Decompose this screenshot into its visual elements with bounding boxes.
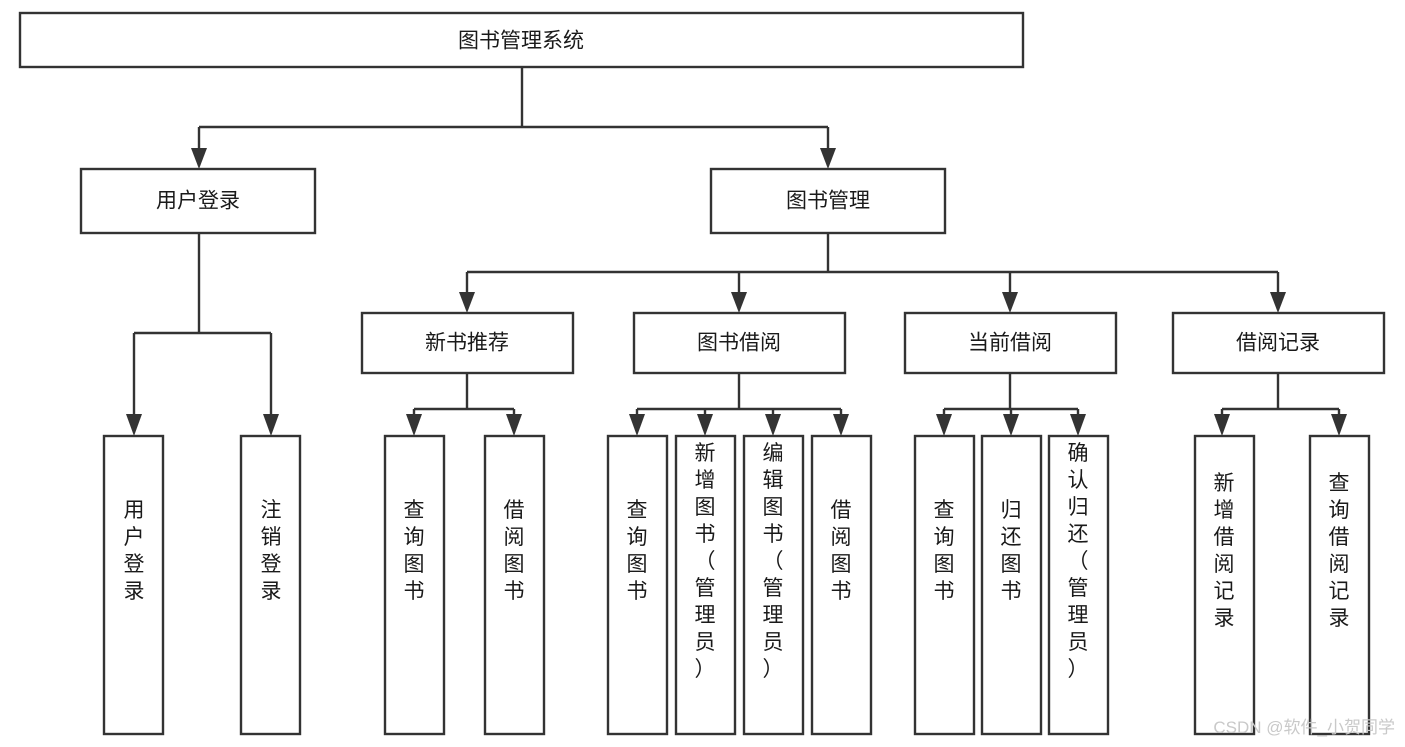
node-leaf-logout-login[interactable]: 注销登录 xyxy=(239,434,302,736)
node-leaf-query-book-2[interactable]: 查询图书 xyxy=(606,434,669,736)
node-leaf-add-book-label: 新增图书（管理员） xyxy=(695,442,716,681)
node-new-book-recommend-box[interactable] xyxy=(360,311,575,375)
node-leaf-edit-book-box[interactable] xyxy=(742,434,805,736)
node-leaf-confirm-return-box[interactable] xyxy=(1047,434,1110,736)
node-leaf-query-book-2-label: 查询图书 xyxy=(627,499,648,603)
arrow-head-new-book-recommend xyxy=(459,292,475,313)
node-root-label: 图书管理系统 xyxy=(458,30,584,53)
node-leaf-confirm-return[interactable]: 确认归还（管理员） xyxy=(1047,434,1110,736)
arrow-head-add-book xyxy=(697,414,713,436)
node-leaf-query-book-3[interactable]: 查询图书 xyxy=(913,434,976,736)
node-leaf-return-book-label: 归还图书 xyxy=(1001,499,1022,603)
node-book-borrow-box[interactable] xyxy=(632,311,847,375)
node-current-borrow-box[interactable] xyxy=(903,311,1118,375)
node-leaf-query-book-3-label: 查询图书 xyxy=(934,499,955,603)
arrow-head-add-record xyxy=(1214,414,1230,436)
node-leaf-add-record[interactable]: 新增借阅记录 xyxy=(1193,434,1256,736)
node-current-borrow-label: 当前借阅 xyxy=(968,332,1052,355)
arrow-head-borrow-record xyxy=(1270,292,1286,313)
node-leaf-query-book-1-box[interactable] xyxy=(383,434,446,736)
arrow-head-borrow-book-2 xyxy=(833,414,849,436)
node-leaf-add-record-box[interactable] xyxy=(1193,434,1256,736)
node-leaf-query-book-3-box[interactable] xyxy=(913,434,976,736)
arrow-head-leaf-logout-login xyxy=(263,414,279,436)
node-leaf-borrow-book-2[interactable]: 借阅图书 xyxy=(810,434,873,736)
arrow-head-leaf-user-login xyxy=(126,414,142,436)
arrow-head-query-book-1 xyxy=(406,414,422,436)
connector-layer xyxy=(126,67,1347,436)
node-leaf-logout-login-label: 注销登录 xyxy=(261,499,282,603)
node-leaf-add-book-box[interactable] xyxy=(674,434,737,736)
node-leaf-return-book[interactable]: 归还图书 xyxy=(980,434,1043,736)
arrow-head-current-borrow xyxy=(1002,292,1018,313)
node-new-book-recommend[interactable]: 新书推荐 xyxy=(360,311,575,375)
node-user-login-label: 用户登录 xyxy=(156,190,240,213)
node-root[interactable]: 图书管理系统 xyxy=(18,11,1025,69)
node-leaf-logout-login-box[interactable] xyxy=(239,434,302,736)
arrow-head-query-record xyxy=(1331,414,1347,436)
arrow-head-book-borrow xyxy=(731,292,747,313)
arrow-head-confirm-return xyxy=(1070,414,1086,436)
node-book-borrow[interactable]: 图书借阅 xyxy=(632,311,847,375)
node-leaf-edit-book-label: 编辑图书（管理员） xyxy=(763,442,784,681)
node-leaf-add-record-label: 新增借阅记录 xyxy=(1214,472,1235,630)
node-book-borrow-label: 图书借阅 xyxy=(697,332,781,355)
node-leaf-user-login-box[interactable] xyxy=(102,434,165,736)
node-book-manage-box[interactable] xyxy=(709,167,947,235)
node-leaf-query-book-1-label: 查询图书 xyxy=(404,499,425,603)
node-new-book-recommend-label: 新书推荐 xyxy=(425,332,509,355)
node-leaf-query-record-box[interactable] xyxy=(1308,434,1371,736)
node-leaf-borrow-book-2-box[interactable] xyxy=(810,434,873,736)
node-user-login[interactable]: 用户登录 xyxy=(79,167,317,235)
node-leaf-borrow-book-1[interactable]: 借阅图书 xyxy=(483,434,546,736)
node-leaf-borrow-book-1-box[interactable] xyxy=(483,434,546,736)
arrow-head-return-book xyxy=(1003,414,1019,436)
node-leaf-query-record[interactable]: 查询借阅记录 xyxy=(1308,434,1371,736)
node-current-borrow[interactable]: 当前借阅 xyxy=(903,311,1118,375)
node-borrow-record-box[interactable] xyxy=(1171,311,1386,375)
arrow-head-user-login xyxy=(191,148,207,169)
node-borrow-record-label: 借阅记录 xyxy=(1236,332,1320,355)
arrow-head-query-book-2 xyxy=(629,414,645,436)
arrow-head-borrow-book-1 xyxy=(506,414,522,436)
node-borrow-record[interactable]: 借阅记录 xyxy=(1171,311,1386,375)
node-leaf-user-login-label: 用户登录 xyxy=(124,499,145,603)
node-leaf-borrow-book-1-label: 借阅图书 xyxy=(504,499,525,603)
node-leaf-query-record-label: 查询借阅记录 xyxy=(1329,472,1350,630)
node-leaf-borrow-book-2-label: 借阅图书 xyxy=(831,499,852,603)
node-leaf-user-login[interactable]: 用户登录 xyxy=(102,434,165,736)
node-leaf-query-book-1[interactable]: 查询图书 xyxy=(383,434,446,736)
node-book-manage[interactable]: 图书管理 xyxy=(709,167,947,235)
node-root-box[interactable] xyxy=(18,11,1025,69)
node-leaf-query-book-2-box[interactable] xyxy=(606,434,669,736)
node-leaf-edit-book[interactable]: 编辑图书（管理员） xyxy=(742,434,805,736)
node-book-manage-label: 图书管理 xyxy=(786,190,870,213)
arrow-head-query-book-3 xyxy=(936,414,952,436)
node-leaf-confirm-return-label: 确认归还（管理员） xyxy=(1068,442,1089,681)
node-leaf-return-book-box[interactable] xyxy=(980,434,1043,736)
watermark-label: CSDN @软件_小贺同学 xyxy=(1213,718,1395,737)
arrow-head-edit-book xyxy=(765,414,781,436)
arrow-head-book-manage xyxy=(820,148,836,169)
node-user-login-box[interactable] xyxy=(79,167,317,235)
node-leaf-add-book[interactable]: 新增图书（管理员） xyxy=(674,434,737,736)
